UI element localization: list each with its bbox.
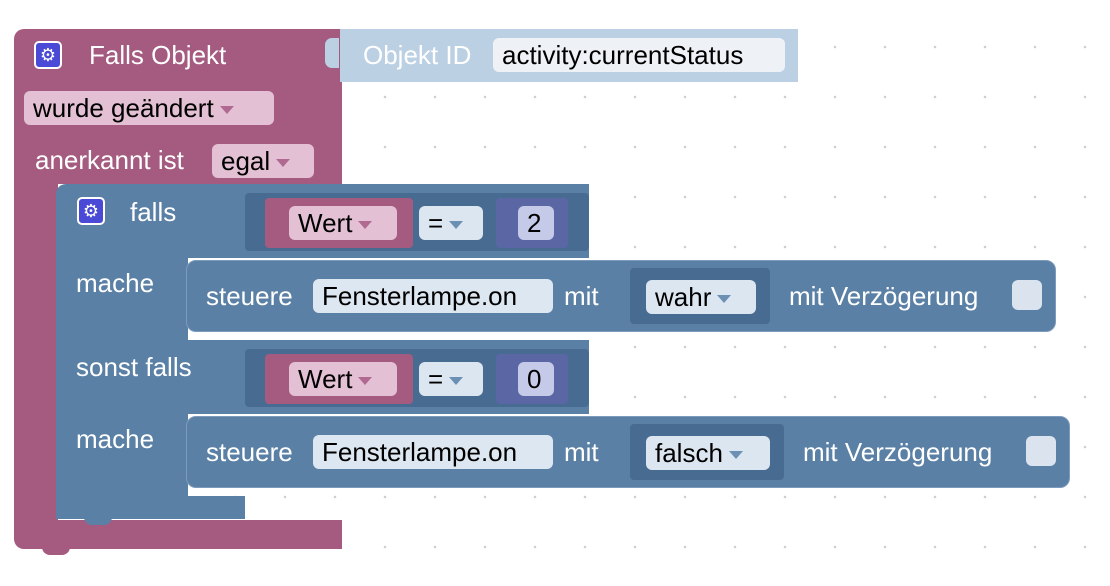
action-2-bool-dropdown[interactable]: falsch (646, 436, 770, 470)
if-label: falls (130, 197, 177, 227)
else-if-label: sonst falls (76, 352, 192, 382)
ack-dropdown-value: egal (221, 146, 271, 176)
object-id-label: Objekt ID (363, 40, 472, 70)
trigger-title: Falls Objekt (89, 40, 227, 70)
chevron-down-icon (219, 106, 234, 115)
action-2-delay-label: mit Verzögerung (803, 437, 993, 467)
condition-2-operator: = (428, 364, 444, 394)
change-dropdown-value: wurde geändert (33, 93, 214, 123)
if-block-bottom (56, 496, 245, 519)
chevron-down-icon (276, 159, 291, 168)
condition-2-variable-dropdown[interactable]: Wert (289, 362, 397, 396)
condition-1-number-field[interactable]: 2 (518, 206, 554, 240)
condition-2-value: 0 (527, 364, 542, 394)
if-block-notch (84, 515, 112, 525)
object-id-value: activity:currentStatus (502, 40, 744, 70)
condition-1-variable-dropdown[interactable]: Wert (289, 206, 397, 240)
action-2-target-field[interactable]: Fensterlampe.on (313, 435, 553, 469)
chevron-down-icon (717, 295, 732, 304)
condition-2-number-field[interactable]: 0 (518, 362, 554, 396)
action-1-target: Fensterlampe.on (322, 281, 518, 311)
action-2-value: falsch (655, 438, 723, 468)
chevron-down-icon (358, 377, 373, 386)
action-2-delay-checkbox[interactable] (1026, 436, 1056, 466)
ack-label: anerkannt ist (35, 145, 184, 175)
trigger-block-left-arm (14, 180, 58, 525)
trigger-gear-icon[interactable]: ⚙ (34, 41, 62, 69)
action-2-with-label: mit (564, 437, 599, 467)
action-1-label: steuere (206, 281, 293, 311)
object-id-connector (325, 38, 339, 68)
change-dropdown[interactable]: wurde geändert (24, 91, 274, 125)
do-label-2: mache (76, 424, 155, 454)
object-id-field[interactable]: activity:currentStatus (493, 38, 785, 72)
chevron-down-icon (728, 451, 743, 460)
action-1-delay-label: mit Verzögerung (789, 281, 979, 311)
action-1-bool-dropdown[interactable]: wahr (646, 280, 756, 314)
do-label: mache (76, 268, 155, 298)
chevron-down-icon (449, 377, 464, 386)
chevron-down-icon (358, 221, 373, 230)
ack-dropdown[interactable]: egal (212, 144, 314, 178)
condition-1-operator-dropdown[interactable]: = (419, 206, 483, 240)
action-2-label: steuere (206, 437, 293, 467)
action-1-delay-checkbox[interactable] (1012, 280, 1042, 310)
action-2-target: Fensterlampe.on (322, 437, 518, 467)
condition-1-variable: Wert (298, 208, 353, 238)
condition-1-value: 2 (527, 208, 542, 238)
condition-1-operator: = (428, 208, 444, 238)
trigger-block-notch (42, 545, 70, 555)
action-1-value: wahr (655, 282, 712, 312)
condition-2-variable: Wert (298, 364, 353, 394)
chevron-down-icon (449, 221, 464, 230)
if-gear-icon[interactable]: ⚙ (77, 197, 105, 225)
action-1-with-label: mit (564, 281, 599, 311)
action-1-target-field[interactable]: Fensterlampe.on (313, 279, 553, 313)
condition-2-operator-dropdown[interactable]: = (419, 362, 483, 396)
trigger-block-bottom (14, 520, 342, 549)
